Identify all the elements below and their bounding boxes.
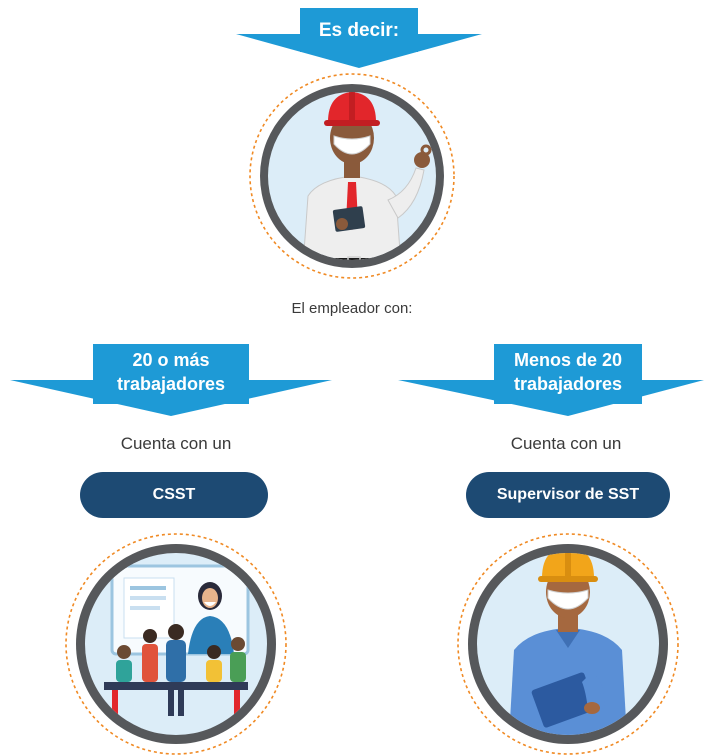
right-arrow-shape <box>398 344 704 416</box>
right-caption: Cuenta con un <box>510 434 622 453</box>
left-arrow-banner: 20 o más trabajadores <box>10 344 332 416</box>
left-caption: Cuenta con un <box>120 434 232 453</box>
right-banner-line1: Menos de 20 <box>513 350 623 370</box>
right-arrow-banner: Menos de 20 trabajadores <box>398 344 704 416</box>
top-arrow-shape <box>236 8 482 68</box>
right-banner-line2: trabajadores <box>513 374 623 394</box>
committee-meeting-illustration <box>64 532 288 756</box>
engineer-illustration <box>248 72 456 280</box>
left-arrow-shape <box>10 344 332 416</box>
left-banner-line2: trabajadores <box>116 374 226 394</box>
left-banner-line1: 20 o más <box>132 350 210 370</box>
csst-pill: CSST <box>80 472 268 518</box>
supervisor-sst-pill: Supervisor de SST <box>466 472 670 518</box>
top-banner-label: Es decir: <box>318 20 400 41</box>
employer-caption: El empleador con: <box>291 300 413 317</box>
top-arrow-banner: Es decir: <box>236 8 482 68</box>
supervisor-illustration <box>456 532 680 756</box>
